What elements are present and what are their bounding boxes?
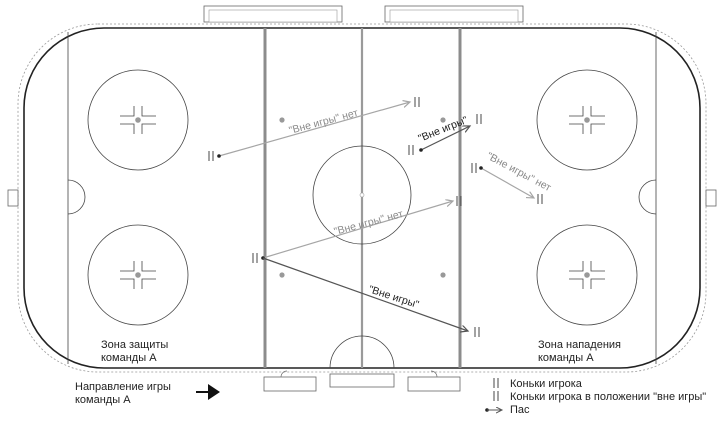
- faceoff-circle-bottom-left: [87, 224, 189, 326]
- legend-skates-icon: [493, 378, 499, 388]
- goal-crease-right: [638, 179, 657, 215]
- pass-arrow: [217, 102, 410, 158]
- player-skates: [537, 194, 543, 204]
- player-skates: [414, 97, 420, 107]
- goal-crease-left: [67, 179, 86, 215]
- pass-arrow: [479, 166, 534, 198]
- pass-arrow: [262, 257, 468, 331]
- defense-zone-label: Зона защиты: [101, 339, 168, 351]
- player-skates: [408, 145, 414, 155]
- side-box-left: [7, 189, 19, 207]
- legend-offside-skates-label: Коньки игрока в положении "вне игры": [510, 391, 706, 403]
- faceoff-circle-top-left: [87, 69, 189, 171]
- legend-offside-skates-icon: [493, 391, 499, 401]
- penalty-box-right: [407, 370, 461, 392]
- player-skates: [252, 253, 258, 263]
- neutral-spot: [279, 117, 285, 123]
- scorer-table: [329, 373, 395, 388]
- player-skates: [471, 163, 477, 173]
- bench-top-left: [203, 5, 343, 23]
- penalty-box-left: [263, 370, 317, 392]
- bench-top-right: [384, 5, 524, 23]
- neutral-spot: [440, 272, 446, 278]
- pass-arrow: [419, 126, 470, 152]
- legend-pass-icon: [485, 408, 502, 412]
- rink-outer-outline: [17, 23, 707, 373]
- legend-pass-label: Пас: [510, 404, 530, 416]
- legend-skates-label: Коньки игрока: [510, 378, 583, 390]
- faceoff-circle-bottom-right: [536, 224, 638, 326]
- side-box-right: [705, 189, 717, 207]
- direction-label: Направление игры: [75, 381, 171, 393]
- neutral-spot: [440, 117, 446, 123]
- center-faceoff-circle: [312, 145, 412, 245]
- referee-crease: [329, 335, 395, 369]
- player-skates-offside: [474, 327, 480, 337]
- player-skates-offside: [476, 114, 482, 124]
- defense-zone-team: команды А: [101, 352, 157, 364]
- direction-team: команды А: [75, 394, 131, 406]
- center-faceoff-spot: [359, 192, 365, 198]
- attack-zone-team: команды А: [538, 352, 594, 364]
- attack-zone-label: Зона нападения: [538, 339, 621, 351]
- player-skates: [208, 151, 214, 161]
- neutral-spot: [279, 272, 285, 278]
- faceoff-circle-top-right: [536, 69, 638, 171]
- player-skates: [456, 196, 462, 206]
